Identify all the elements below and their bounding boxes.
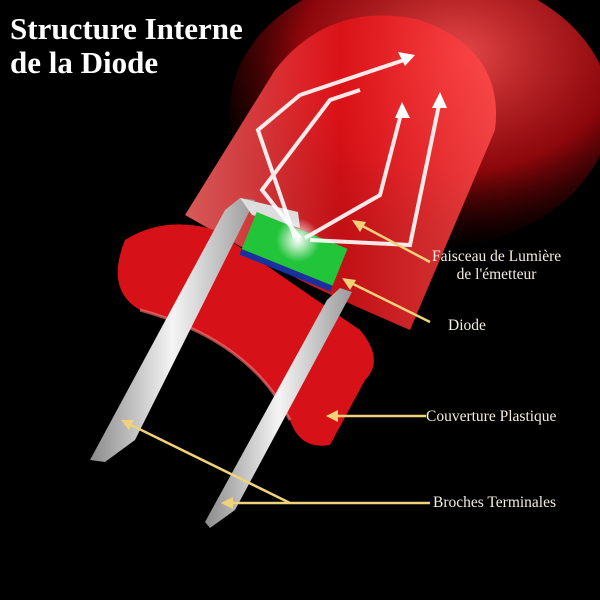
arrowhead-icon [398,52,415,66]
pointer-lines [124,220,431,505]
light-ray [304,109,404,240]
pointer-arrowheads [121,220,366,509]
light-rays [255,56,442,248]
light-ray [255,56,411,239]
label-diode: Diode [448,317,486,334]
chip-substrate [239,249,333,292]
arrowhead-icon [352,220,366,232]
arrowhead-icon [342,278,356,290]
label-light-beam-line-1: Faisceau de Lumière [432,248,562,265]
terminal-lead-right [205,288,352,528]
arrowhead-icon [432,92,447,108]
arrowhead-icon [326,410,338,422]
ray-arrowheads [395,52,447,118]
arrowhead-icon [221,497,233,509]
emitter-light [276,218,320,262]
light-ray [259,88,361,240]
pointer-light-beam [354,220,431,264]
light-ray [309,99,442,248]
title-line-1: Structure Interne [10,11,243,46]
title-line-2: de la Diode [10,45,159,80]
arrowhead-icon [121,420,134,430]
pointer-diode [344,278,431,324]
terminal-lead-left [90,198,255,462]
label-plastic-cover: Couverture Plastique [426,408,557,425]
arrowhead-icon [395,102,410,118]
label-light-beam-line-2: de l'émetteur [456,266,537,283]
label-terminals: Broches Terminales [433,494,557,511]
page-title: Structure Interne de la Diode [10,12,243,80]
label-light-beam: Faisceau de Lumière de l'émetteur [432,248,561,284]
plastic-cover-base [117,224,374,446]
pointer-terminal-left [124,420,291,505]
